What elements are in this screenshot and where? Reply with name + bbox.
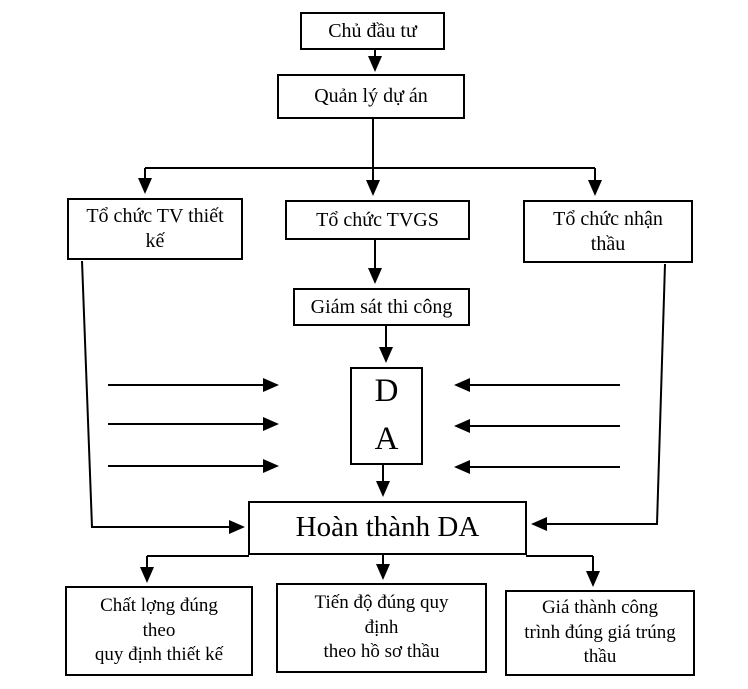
node-tien-do: Tiến độ đúng quy định theo hồ sơ thầu [276, 583, 487, 673]
connector-nhan-thau-to-hoan-thanh [531, 263, 666, 531]
node-giam-sat-thi-cong: Giám sát thi công [293, 288, 470, 326]
connector-tv-thiet-ke-to-hoan-thanh [81, 260, 245, 534]
node-chu-dau-tu: Chủ đầu tư [300, 12, 445, 50]
node-quan-ly-du-an: Quản lý dự án [277, 74, 465, 119]
node-hoan-thanh-da: Hoàn thành DA [248, 501, 527, 555]
node-chat-luong: Chất lợng đúng theo quy định thiết kế [65, 586, 253, 676]
node-gia-thanh: Giá thành công trình đúng giá trúng thầu [505, 590, 695, 676]
node-to-chuc-tv-thiet-ke: Tổ chức TV thiết kế [67, 198, 243, 260]
node-to-chuc-nhan-thau: Tổ chức nhận thầu [523, 200, 693, 263]
node-to-chuc-tvgs: Tổ chức TVGS [285, 200, 470, 240]
branch-line-top [145, 119, 595, 169]
node-da: D A [350, 367, 423, 465]
